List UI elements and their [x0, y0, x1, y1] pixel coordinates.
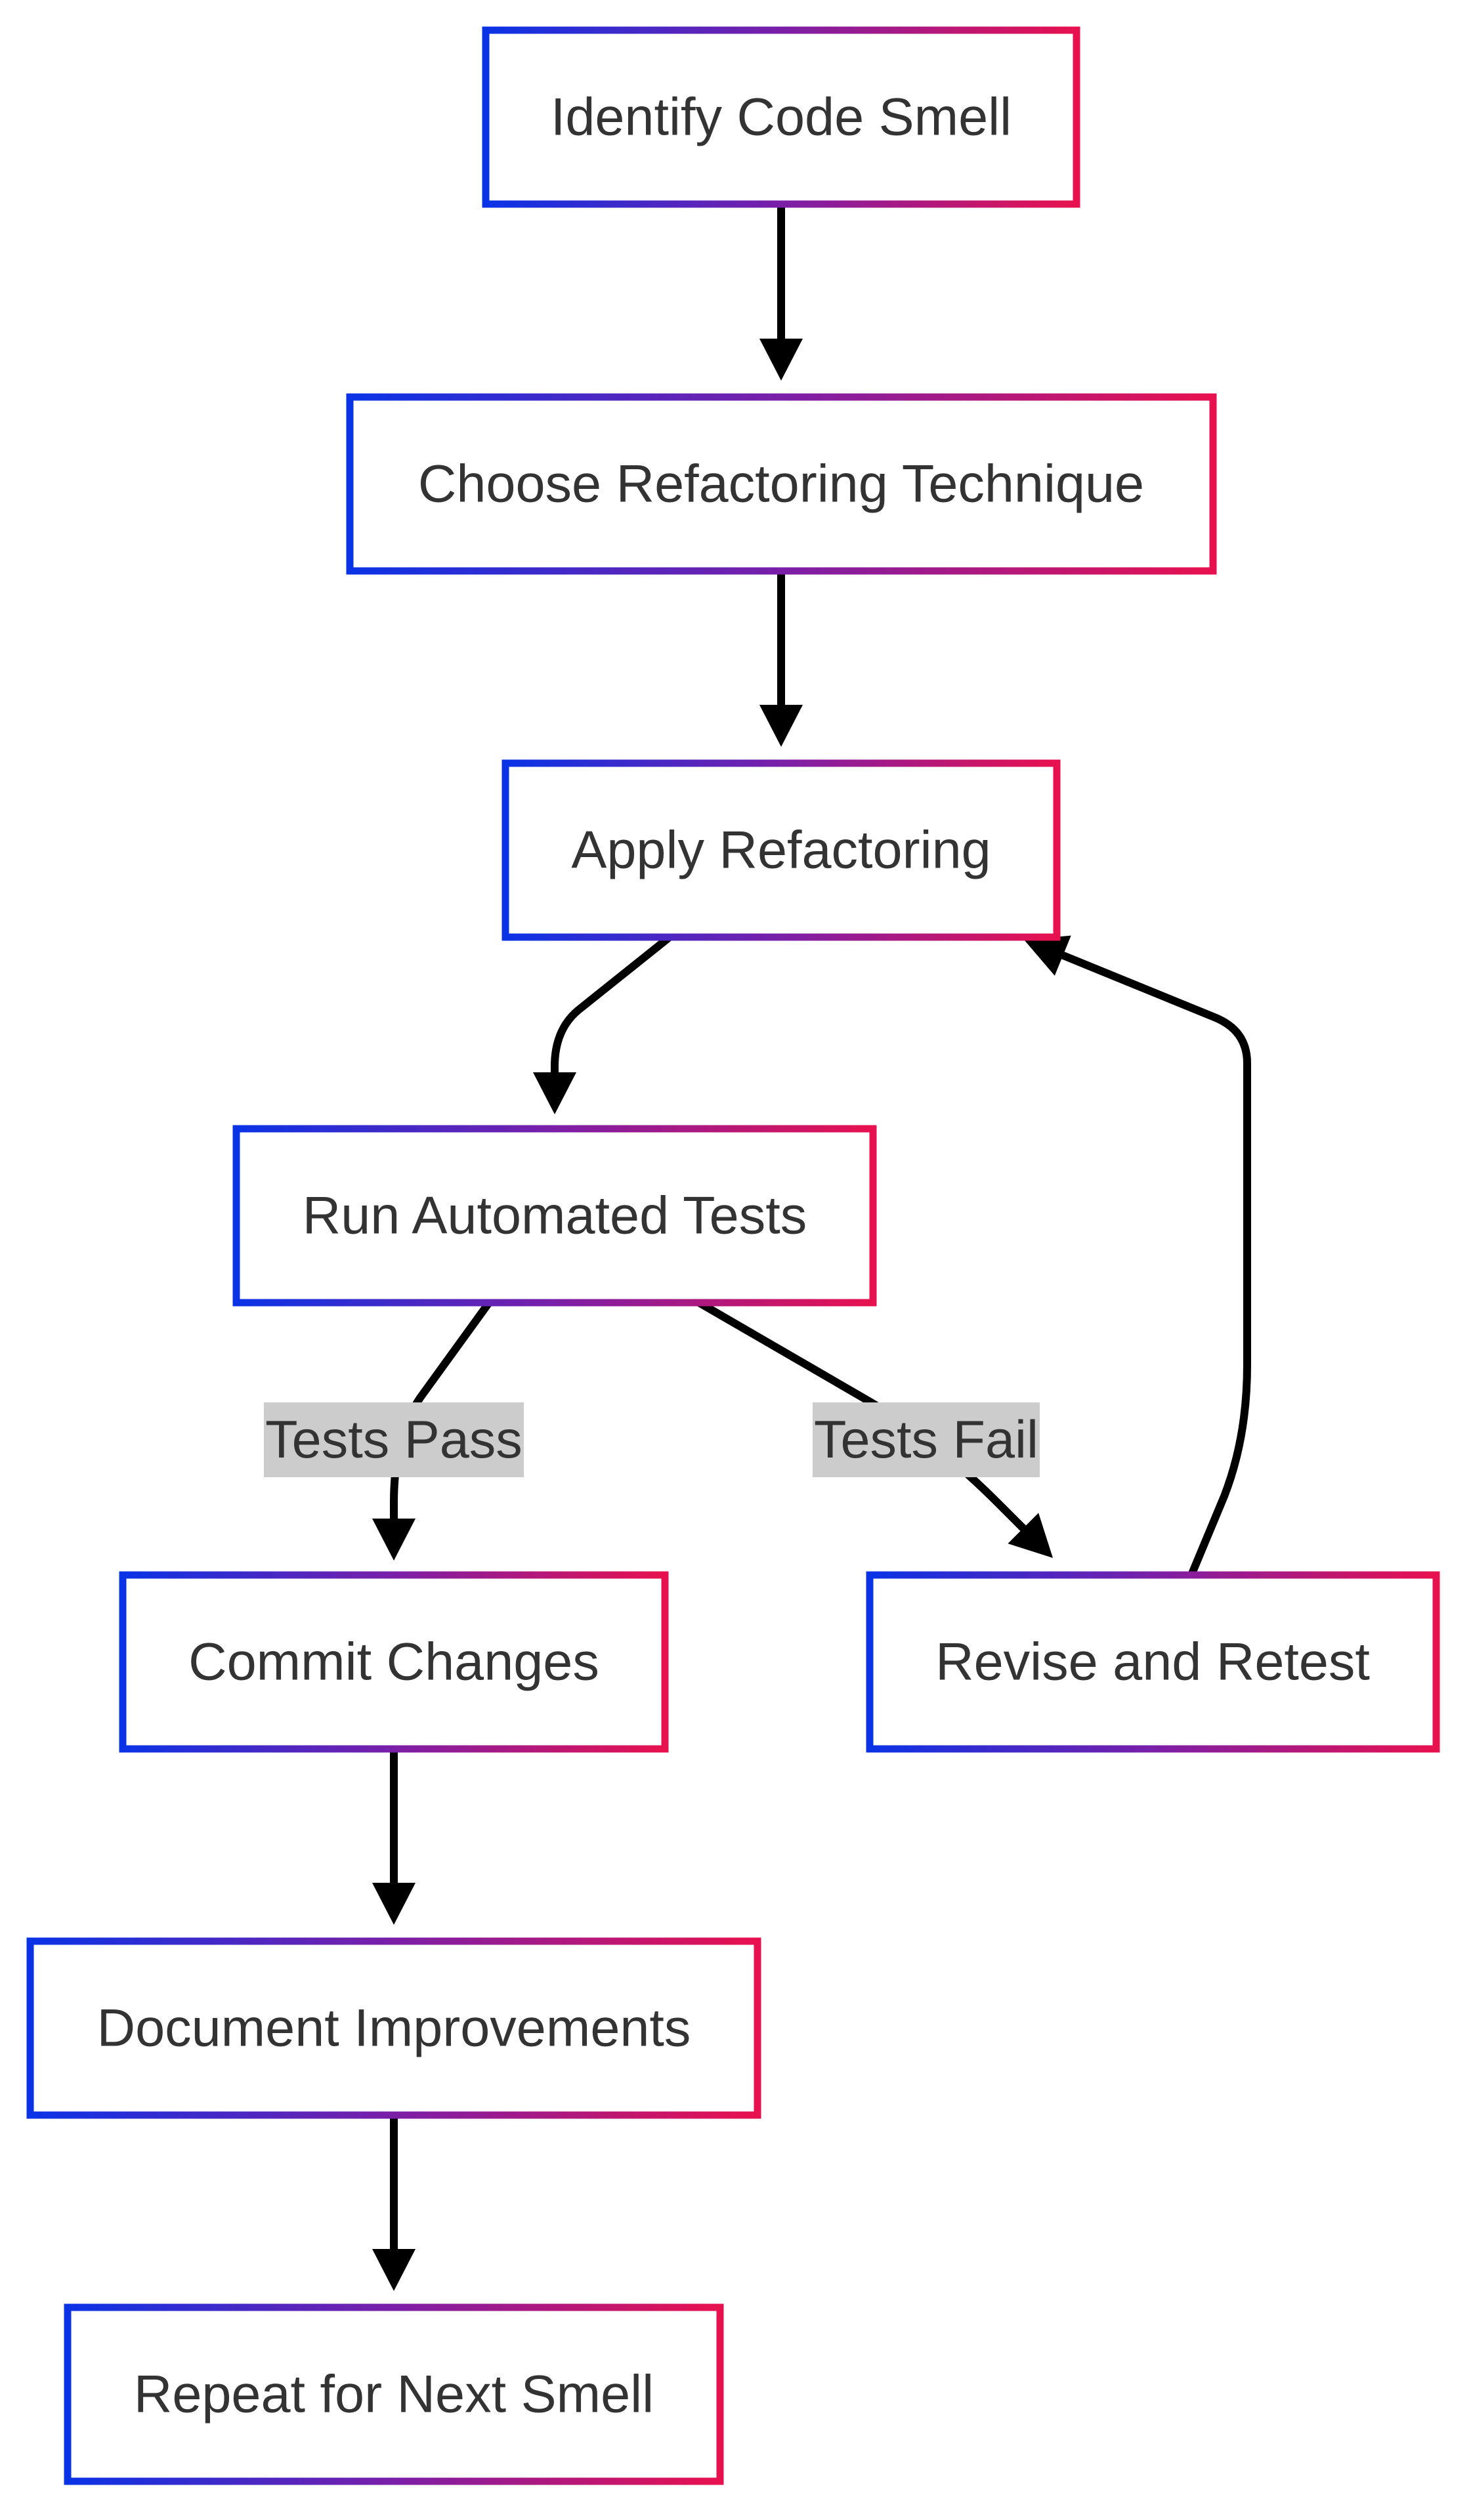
edge-identify-to-choose-arrowhead — [759, 339, 803, 381]
nodes: Identify Code Smell Choose Refactoring T… — [26, 26, 1440, 2485]
node-document-label: Document Improvements — [97, 1999, 691, 2058]
node-apply-label: Apply Refactoring — [571, 821, 991, 880]
edge-revise-to-apply-arrowhead — [1024, 935, 1071, 976]
edge-label-tests-pass-text: Tests Pass — [265, 1410, 522, 1469]
edge-label-tests-pass-bg — [264, 1402, 524, 1477]
edge-revise-to-apply — [1056, 950, 1251, 1579]
node-run-tests-label: Run Automated Tests — [303, 1186, 807, 1246]
edge-run-tests-to-revise-arrowhead — [1008, 1513, 1053, 1558]
edge-commit-to-document-arrowhead — [372, 1883, 416, 1925]
edge-apply-to-run-tests-arrowhead — [533, 1072, 576, 1114]
node-identify-label: Identify Code Smell — [551, 88, 1012, 147]
node-revise[interactable]: Revise and Retest — [866, 1571, 1440, 1753]
edge-choose-to-apply-arrowhead — [759, 705, 803, 747]
node-commit[interactable]: Commit Changes — [119, 1571, 669, 1753]
edge-document-to-repeat-arrowhead — [372, 2249, 416, 2291]
edge-label-tests-fail-text: Tests Fail — [814, 1410, 1038, 1469]
node-commit-box — [119, 1571, 669, 1753]
node-choose[interactable]: Choose Refactoring Technique — [346, 393, 1217, 575]
edge-label-tests-pass: Tests Pass — [264, 1402, 524, 1477]
edge-run-tests-to-commit-arrowhead — [372, 1519, 416, 1561]
node-repeat-label: Repeat for Next Smell — [134, 2365, 654, 2424]
node-choose-box — [346, 393, 1217, 575]
node-document[interactable]: Document Improvements — [26, 1937, 761, 2119]
node-apply[interactable]: Apply Refactoring — [501, 759, 1061, 941]
node-commit-label: Commit Changes — [188, 1633, 599, 1692]
node-repeat-box — [64, 2303, 724, 2485]
node-revise-label: Revise and Retest — [935, 1633, 1370, 1692]
edge-label-tests-fail: Tests Fail — [813, 1402, 1040, 1477]
node-run-tests-box — [232, 1125, 877, 1307]
node-identify[interactable]: Identify Code Smell — [482, 26, 1080, 208]
edge-apply-to-run-tests — [551, 933, 673, 1079]
node-document-box — [26, 1937, 761, 2119]
node-choose-label: Choose Refactoring Technique — [418, 455, 1144, 514]
node-repeat[interactable]: Repeat for Next Smell — [64, 2303, 724, 2485]
edge-label-tests-fail-bg — [813, 1402, 1040, 1477]
node-run-tests[interactable]: Run Automated Tests — [232, 1125, 877, 1307]
node-revise-box — [866, 1571, 1440, 1753]
node-identify-box — [482, 26, 1080, 208]
edge-labels: Tests Pass Tests Fail — [264, 1402, 1040, 1477]
node-apply-box — [501, 759, 1061, 941]
